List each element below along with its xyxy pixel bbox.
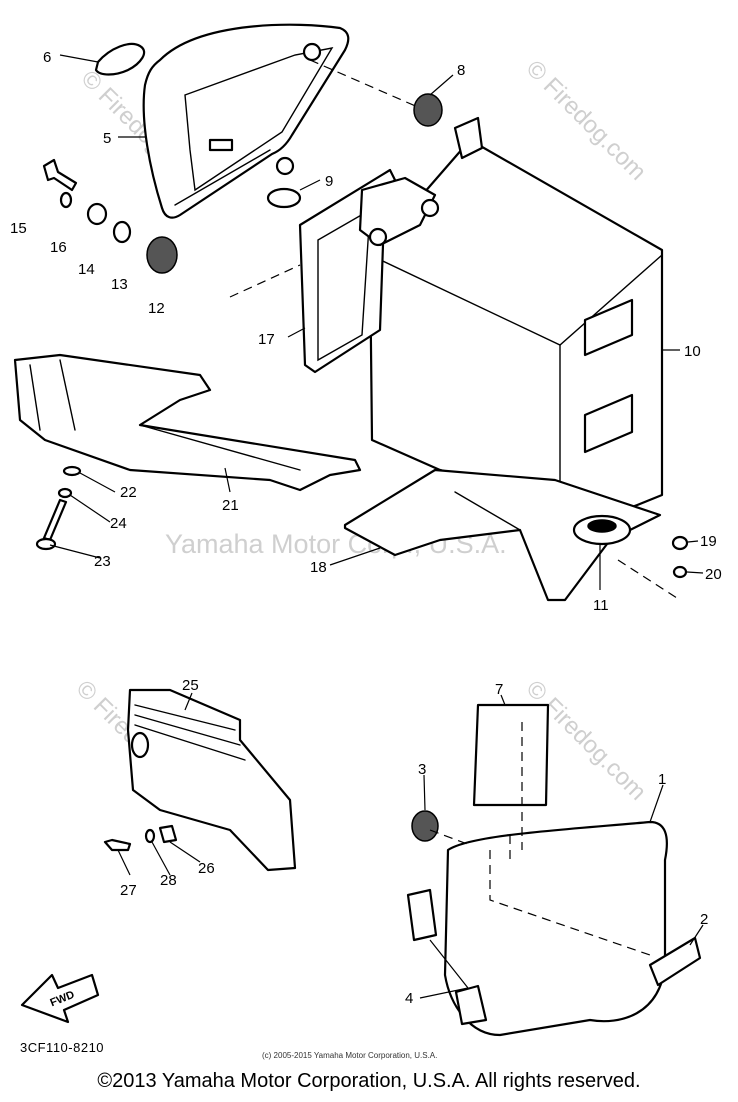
- callout-3: 3: [418, 761, 426, 778]
- callout-28: 28: [160, 872, 177, 889]
- callout-4: 4: [405, 990, 413, 1007]
- callout-13: 13: [111, 276, 128, 293]
- part-25-cover: [126, 688, 297, 872]
- callout-12: 12: [148, 300, 165, 317]
- callout-19: 19: [700, 533, 717, 550]
- hardware-left: [42, 93, 443, 274]
- hardware-22-24: [35, 465, 82, 551]
- callout-5: 5: [103, 130, 111, 147]
- callout-labels: 1 2 3 4 5 6 7 8 9 10 11 12 13 14 15 16 1…: [10, 49, 722, 1007]
- callout-14: 14: [78, 261, 95, 278]
- copyright-footer: ©2013 Yamaha Motor Corporation, U.S.A. A…: [97, 1070, 641, 1092]
- part-17-bracket: [298, 168, 440, 374]
- leader-lines: [49, 54, 704, 999]
- fwd-arrow-emblem: FWD: [20, 973, 100, 1024]
- callout-6: 6: [43, 49, 51, 66]
- callout-2: 2: [700, 911, 708, 928]
- callout-18: 18: [310, 559, 327, 576]
- source-note: (c) 2005-2015 Yamaha Motor Corporation, …: [262, 1051, 438, 1060]
- callout-24: 24: [110, 515, 127, 532]
- part-10-battery-box: [343, 116, 664, 602]
- part-1-side-cover: [406, 703, 702, 1037]
- callout-26: 26: [198, 860, 215, 877]
- part-20-nut: [672, 565, 688, 579]
- callout-10: 10: [684, 343, 701, 360]
- watermark-site: © Firedog.com: [521, 55, 652, 186]
- callout-9: 9: [325, 173, 333, 190]
- callout-27: 27: [120, 882, 137, 899]
- callout-15: 15: [10, 220, 27, 237]
- callout-16: 16: [50, 239, 67, 256]
- callout-21: 21: [222, 497, 239, 514]
- callout-1: 1: [658, 771, 666, 788]
- part-21-bracket: [13, 353, 362, 492]
- callout-8: 8: [457, 62, 465, 79]
- part-5-cover-frame: [142, 23, 350, 219]
- callout-23: 23: [94, 553, 111, 570]
- callout-20: 20: [705, 566, 722, 583]
- diagram-code: 3CF110-8210: [20, 1040, 105, 1055]
- callout-17: 17: [258, 331, 275, 348]
- callout-22: 22: [120, 484, 137, 501]
- part-6-seal: [94, 42, 146, 76]
- callout-11: 11: [593, 597, 609, 614]
- part-19-bolt: [671, 535, 689, 551]
- callout-25: 25: [182, 677, 199, 694]
- hardware-26-28: [103, 824, 178, 852]
- callout-7: 7: [495, 681, 503, 698]
